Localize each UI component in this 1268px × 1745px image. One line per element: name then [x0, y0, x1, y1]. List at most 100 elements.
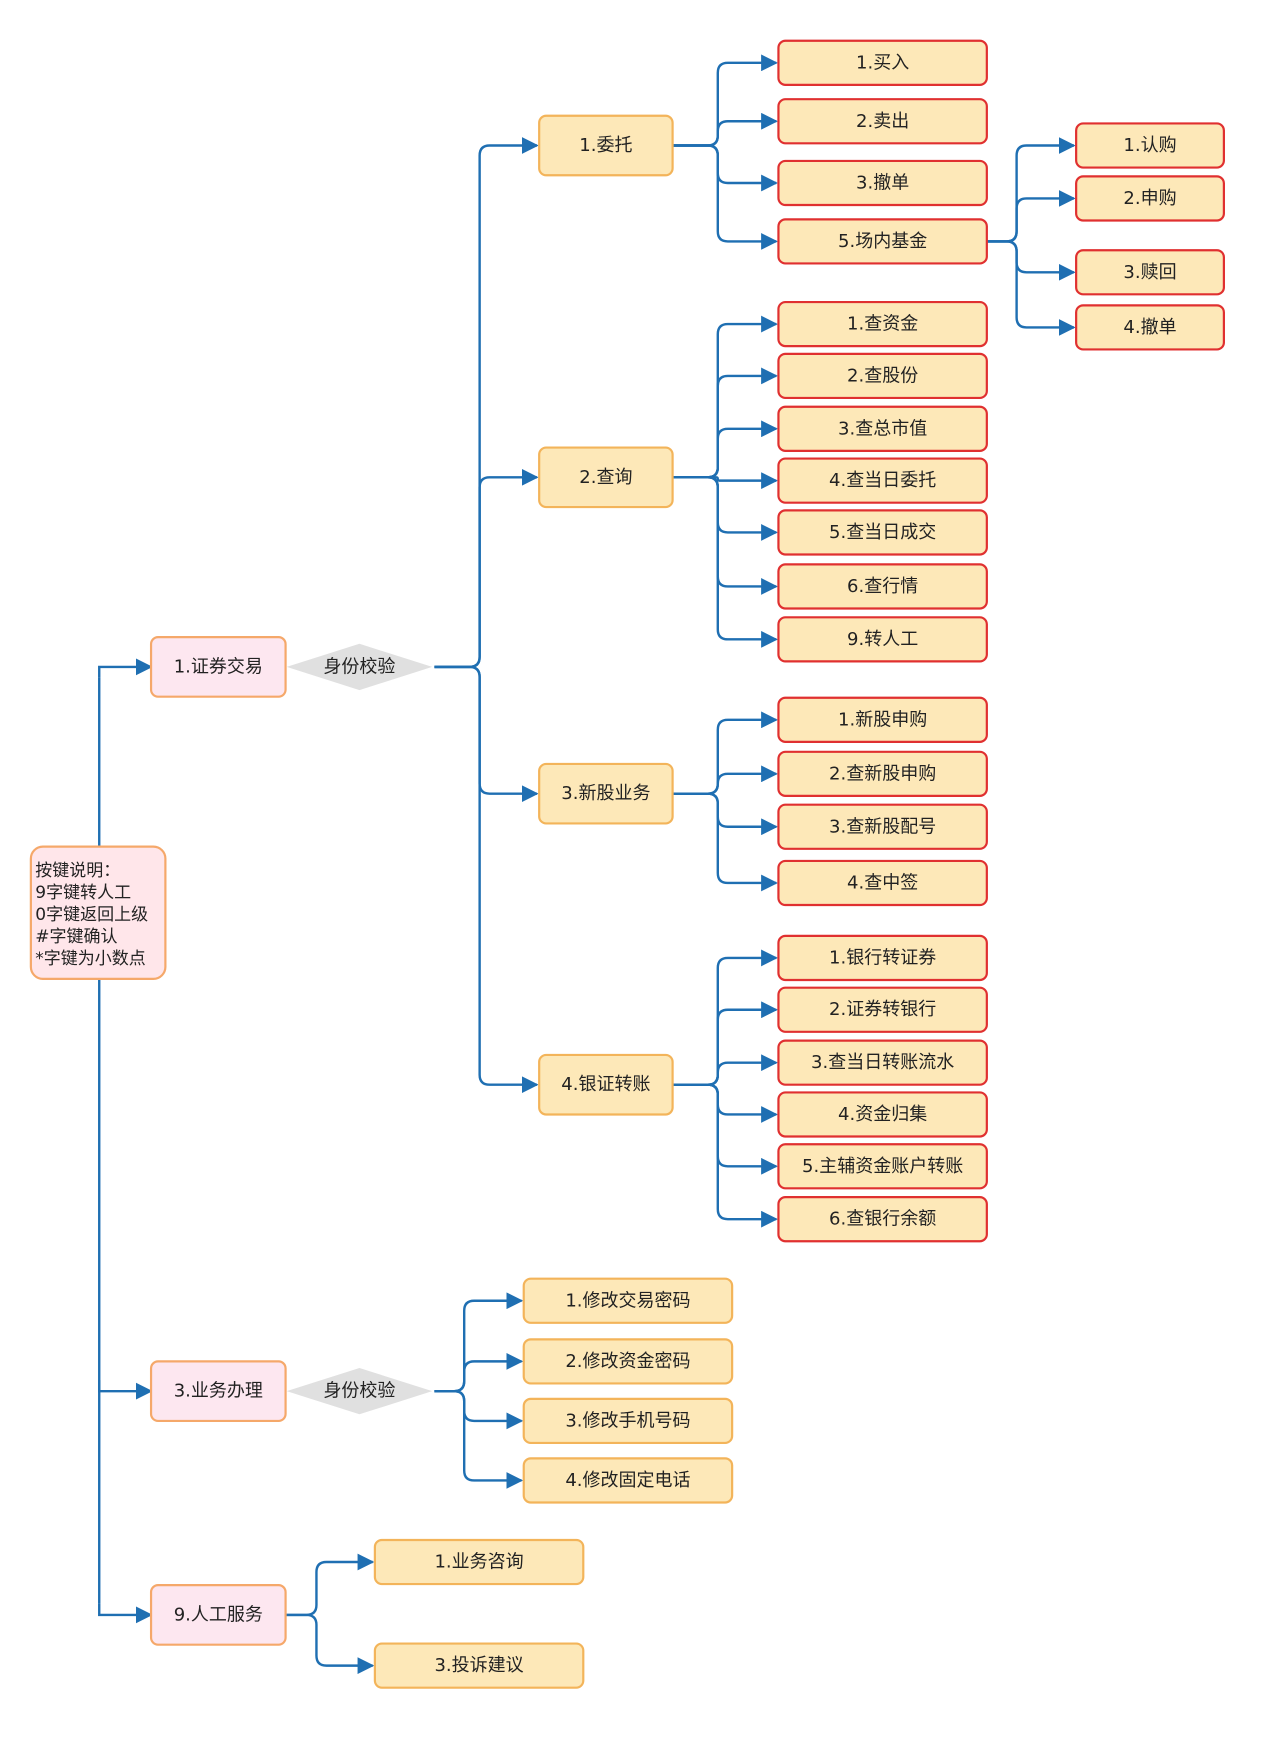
- service-item[interactable]: 3.投诉建议: [373, 1642, 585, 1689]
- query-item-box: [777, 405, 988, 452]
- connectors: [98, 54, 1076, 1675]
- query-item[interactable]: 5.查当日成交: [777, 509, 988, 556]
- level1-item[interactable]: 3.业务办理: [149, 1360, 287, 1423]
- key-legend-line: *字键为小数点: [35, 949, 146, 969]
- fund-item[interactable]: 4.撤单: [1075, 304, 1225, 351]
- transfer-item[interactable]: 4.资金归集: [777, 1091, 988, 1138]
- fund-item-label: 1.认购: [1123, 135, 1176, 156]
- identity-check-2: 身份校验: [286, 1368, 433, 1415]
- query-item[interactable]: 3.查总市值: [777, 405, 988, 452]
- business-item-label: 1.修改交易密码: [565, 1290, 690, 1311]
- query-item[interactable]: 4.查当日委托: [777, 457, 988, 504]
- business-item[interactable]: 1.修改交易密码: [522, 1277, 734, 1324]
- securities-category-box: [538, 1053, 674, 1116]
- edge-fund-1: [986, 190, 1076, 243]
- ipo-item-label: 1.新股申购: [838, 709, 927, 730]
- securities-category[interactable]: 4.银证转账: [538, 1053, 674, 1116]
- query-item-box: [777, 352, 988, 400]
- securities-category[interactable]: 3.新股业务: [538, 762, 674, 825]
- edge-query-2: [672, 420, 778, 479]
- level1-item-box: [149, 1360, 287, 1423]
- key-legend-line: 0字键返回上级: [35, 905, 148, 925]
- level1-item-label: 3.业务办理: [174, 1381, 263, 1402]
- level1-item[interactable]: 9.人工服务: [149, 1584, 287, 1646]
- transfer-item-box: [777, 1143, 988, 1190]
- query-item-box: [777, 457, 988, 504]
- edge-entrust-0: [672, 54, 778, 147]
- fund-item-box: [1075, 249, 1225, 296]
- fund-item-box: [1075, 122, 1225, 169]
- transfer-item[interactable]: 5.主辅资金账户转账: [777, 1143, 988, 1190]
- transfer-item-label: 4.资金归集: [838, 1104, 927, 1125]
- query-item[interactable]: 1.查资金: [777, 300, 988, 348]
- query-item-box: [777, 616, 988, 663]
- fund-item-box: [1075, 304, 1225, 351]
- entrust-item-box: [777, 218, 988, 265]
- edge-business-1: [434, 1352, 524, 1393]
- business-item[interactable]: 3.修改手机号码: [522, 1397, 734, 1445]
- fund-item[interactable]: 3.赎回: [1075, 249, 1225, 296]
- edge-transfer-3: [672, 1083, 778, 1123]
- fund-item-label: 3.赎回: [1123, 262, 1176, 283]
- securities-category-label: 1.委托: [579, 135, 632, 156]
- edge-entrust-2: [672, 144, 778, 192]
- edge-query-3: [672, 472, 778, 490]
- edge-root-l1-1: [98, 1378, 153, 1400]
- edge-business-0: [434, 1292, 524, 1393]
- entrust-item[interactable]: 2.卖出: [777, 98, 988, 145]
- query-item[interactable]: 6.查行情: [777, 563, 988, 610]
- transfer-item-box: [777, 1091, 988, 1138]
- transfer-item-label: 3.查当日转账流水: [811, 1052, 954, 1073]
- transfer-item[interactable]: 1.银行转证券: [777, 934, 988, 982]
- entrust-item-label: 1.买入: [856, 52, 909, 73]
- identity-check-2-label: 身份校验: [323, 1381, 395, 1402]
- business-item-label: 3.修改手机号码: [565, 1410, 690, 1431]
- ipo-item[interactable]: 1.新股申购: [777, 696, 988, 743]
- business-item-box: [522, 1397, 734, 1445]
- entrust-item[interactable]: 3.撤单: [777, 159, 988, 207]
- ipo-item[interactable]: 4.查中签: [777, 859, 988, 907]
- transfer-item-label: 2.证券转银行: [829, 999, 936, 1020]
- entrust-item[interactable]: 5.场内基金: [777, 218, 988, 265]
- level1-item-label: 9.人工服务: [174, 1604, 263, 1625]
- service-item[interactable]: 1.业务咨询: [373, 1538, 585, 1586]
- edge-fund-3: [986, 240, 1076, 336]
- entrust-item[interactable]: 1.买入: [777, 39, 988, 86]
- edge-query-0: [672, 315, 778, 479]
- ipo-item[interactable]: 2.查新股申购: [777, 750, 988, 797]
- query-item-label: 2.查股份: [847, 365, 918, 386]
- level1-item-label: 1.证券交易: [174, 656, 263, 677]
- query-item[interactable]: 9.转人工: [777, 616, 988, 663]
- service-item-label: 3.投诉建议: [434, 1655, 523, 1676]
- entrust-item-box: [777, 98, 988, 145]
- key-legend-line: 9字键转人工: [35, 883, 131, 903]
- key-legend-line: #字键确认: [35, 927, 117, 947]
- business-item[interactable]: 4.修改固定电话: [522, 1457, 734, 1504]
- query-item-label: 6.查行情: [847, 576, 918, 597]
- fund-item[interactable]: 1.认购: [1075, 122, 1225, 169]
- transfer-item[interactable]: 3.查当日转账流水: [777, 1039, 988, 1086]
- transfer-item[interactable]: 6.查银行余额: [777, 1196, 988, 1243]
- level1-item[interactable]: 1.证券交易: [149, 636, 287, 698]
- ipo-item[interactable]: 3.查新股配号: [777, 803, 988, 850]
- transfer-item[interactable]: 2.证券转银行: [777, 986, 988, 1033]
- securities-category[interactable]: 1.委托: [538, 114, 674, 177]
- transfer-item-label: 6.查银行余额: [829, 1209, 936, 1230]
- business-item[interactable]: 2.修改资金密码: [522, 1338, 734, 1385]
- entrust-item-box: [777, 39, 988, 86]
- query-item-label: 1.查资金: [847, 314, 918, 335]
- edge-query-6: [672, 476, 778, 648]
- business-item-box: [522, 1338, 734, 1385]
- ipo-item-label: 2.查新股申购: [829, 763, 936, 784]
- edge-sec-cat-0: [434, 137, 539, 669]
- securities-category-label: 4.银证转账: [561, 1074, 650, 1095]
- query-item[interactable]: 2.查股份: [777, 352, 988, 400]
- transfer-item-label: 5.主辅资金账户转账: [802, 1156, 963, 1177]
- query-item-box: [777, 509, 988, 556]
- transfer-item-box: [777, 1039, 988, 1086]
- query-item-label: 4.查当日委托: [829, 470, 936, 491]
- edge-transfer-0: [672, 949, 778, 1086]
- fund-item[interactable]: 2.申购: [1075, 175, 1225, 222]
- securities-category[interactable]: 2.查询: [538, 446, 674, 509]
